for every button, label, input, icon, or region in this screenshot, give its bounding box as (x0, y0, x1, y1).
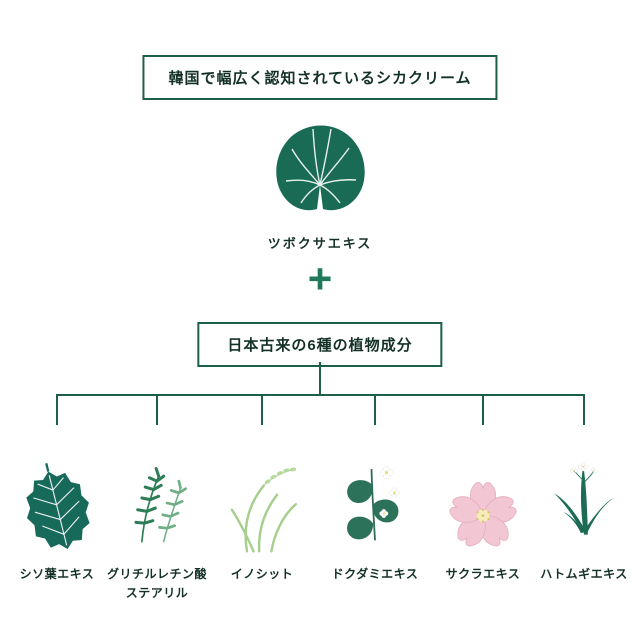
shiso-leaf-icon (25, 463, 90, 550)
sakura-blossom-icon (449, 482, 517, 547)
connector-stub (261, 395, 263, 425)
plant-label: ドクダミエキス (331, 567, 419, 581)
plant-label: イノシット (230, 567, 294, 581)
plant-label: シソ葉エキス (19, 567, 95, 581)
licorice-plant-icon (134, 467, 187, 543)
plus-sign: + (307, 255, 333, 302)
connector-stub (56, 395, 58, 425)
header-box: 韓国で幅広く認知されているシカクリーム (142, 55, 498, 100)
plant-column-glycyrrhetinate: グリチルレチン酸ステアリル (102, 424, 212, 624)
plant-label: ハトムギエキス (540, 567, 628, 581)
connector-horizontal (56, 394, 585, 396)
plant-column-sakura: サクラエキス (428, 424, 538, 624)
header-title: 韓国で幅広く認知されているシカクリーム (168, 70, 472, 87)
connector-stub (583, 395, 585, 425)
plant-column-dokudami: ドクダミエキス (320, 424, 430, 624)
group-title: 日本古来の6種の植物成分 (227, 337, 413, 354)
plant-column-shiso: シソ葉エキス (2, 424, 112, 624)
plant-column-inositol: イノシット (207, 424, 317, 624)
connector-stub (374, 395, 376, 425)
dokudami-plant-icon (347, 466, 400, 541)
connector-stub (156, 395, 158, 425)
centella-label: ツボクサエキス (267, 236, 373, 251)
rice-plant-icon (230, 467, 298, 553)
plant-column-hatomugi: ハトムギエキス (529, 424, 639, 624)
plant-label: サクラエキス (445, 567, 521, 581)
hatomugi-plant-icon (554, 462, 614, 535)
group-box: 日本古来の6種の植物成分 (197, 322, 443, 367)
connector-stub (482, 395, 484, 425)
centella-leaf-icon (276, 125, 365, 211)
connector-main-vertical (319, 362, 321, 395)
plant-label: グリチルレチン酸ステアリル (106, 567, 207, 600)
